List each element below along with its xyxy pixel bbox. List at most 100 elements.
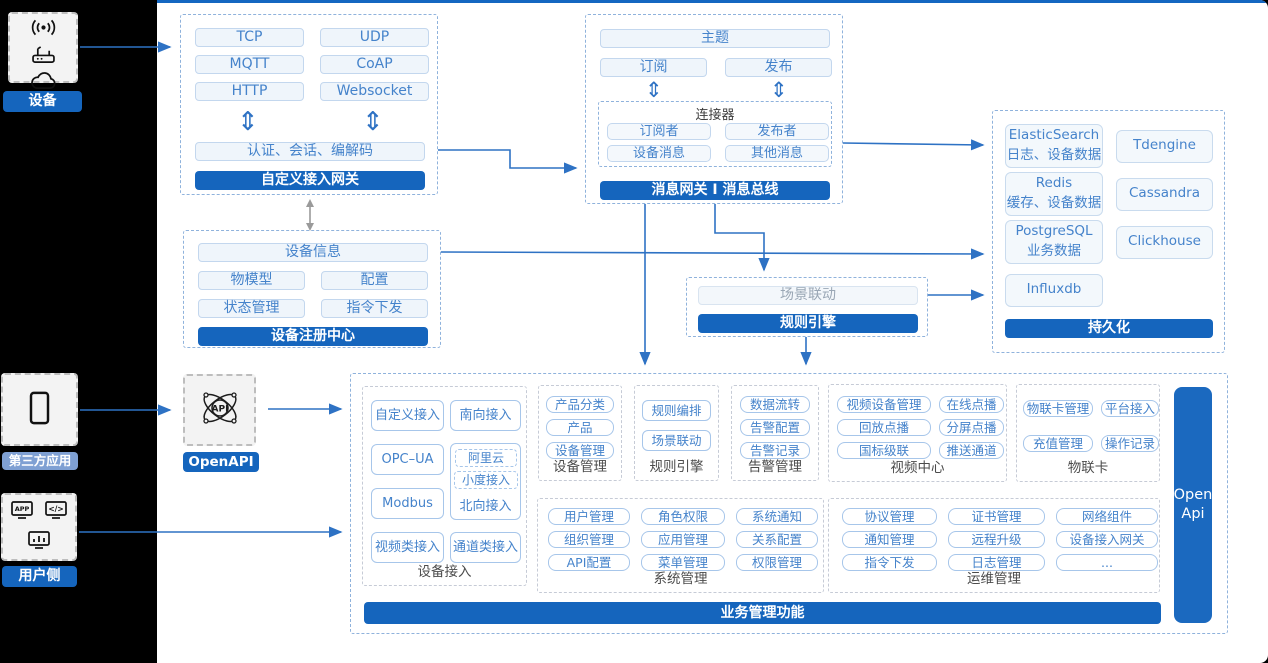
- ops-mgmt-chip: 远程升级: [948, 531, 1045, 548]
- connector-chip: 发布者: [725, 123, 829, 140]
- alarm-mgmt-list: 数据流转告警配置告警记录: [732, 386, 818, 459]
- rule-engine-title-bar: 规则引擎: [698, 314, 918, 333]
- business-functions-box: [350, 373, 1228, 634]
- ops-mgmt-chip: 通知管理: [842, 531, 937, 548]
- system-mgmt-group-label: 系统管理: [653, 571, 708, 587]
- wireless-signal-icon: [31, 18, 56, 41]
- custom-access-chip: 自定义接入: [371, 400, 444, 431]
- device-mgmt-chip: 产品分类: [546, 396, 614, 413]
- open-api-vertical-bar: Open Api: [1174, 387, 1212, 623]
- subscribe-chip: 订阅: [600, 58, 707, 77]
- iot-card-group-label: 物联卡: [1067, 460, 1109, 476]
- system-mgmt-chip: 用户管理: [548, 508, 630, 525]
- device-access-group: 自定义接入 南向接入 OPC–UA 阿里云 小度接入 北向接入 Modbus 视…: [362, 386, 527, 586]
- clickhouse-chip: Clickhouse: [1116, 225, 1213, 259]
- device-label: 设备: [3, 91, 82, 112]
- alarm-mgmt-group: 数据流转告警配置告警记录 告警管理: [731, 385, 819, 481]
- alarm-chip: 告警记录: [740, 442, 810, 459]
- video-center-chip: 在线点播: [939, 396, 1004, 413]
- registry-chip: 物模型: [198, 271, 305, 290]
- message-bus-box: 主题 订阅 发布 ⇕ ⇕ 连接器 订阅者发布者设备消息其他消息 消息网关 I 消…: [585, 14, 843, 204]
- aliyun-chip: 阿里云: [455, 449, 517, 467]
- custom-gateway-title-bar: 自定义接入网关: [195, 171, 425, 190]
- registry-chip: 状态管理: [198, 299, 305, 318]
- svg-text:APP: APP: [15, 505, 30, 513]
- device-access-group-label: 设备接入: [417, 564, 472, 580]
- connector-item-list: 订阅者发布者设备消息其他消息: [607, 123, 829, 162]
- alarm-chip: 告警配置: [740, 419, 810, 436]
- video-center-chip: 国标级联: [837, 442, 931, 459]
- rule-engine-list: 规则编排场景联动: [635, 386, 718, 451]
- persistence-title-bar: 持久化: [1005, 319, 1213, 338]
- postgresql-chip: PostgreSQL 业务数据: [1005, 220, 1103, 264]
- connector-chip: 其他消息: [725, 145, 829, 162]
- modbus-chip: Modbus: [371, 488, 444, 519]
- system-mgmt-chip: 权限管理: [736, 554, 818, 571]
- iot-card-list: 物联卡管理平台接入充值管理操作记录: [1017, 385, 1159, 452]
- api-atom-icon: API: [197, 385, 243, 435]
- registry-chip: 配置: [321, 271, 428, 290]
- connector-title: 连接器: [695, 108, 735, 123]
- user-side-label: 用户侧: [2, 566, 77, 587]
- iot-card-chip: 平台接入: [1101, 400, 1159, 417]
- business-title-bar: 业务管理功能: [364, 602, 1161, 624]
- device-info-chip: 设备信息: [198, 243, 428, 262]
- app-screen-icon: APP: [10, 500, 34, 524]
- video-center-chip: 回放点播: [837, 419, 931, 436]
- ops-mgmt-chip: ...: [1056, 554, 1158, 571]
- rule-engine-group-label: 规则引擎: [649, 459, 704, 475]
- protocol-chip: MQTT: [195, 55, 304, 74]
- third-party-app-box: [1, 373, 78, 446]
- ops-mgmt-chip: 指令下发: [842, 554, 937, 571]
- double-arrow-icon: ⇕: [362, 107, 384, 137]
- openapi-icon-box: API: [183, 374, 256, 446]
- ops-mgmt-chip: 协议管理: [842, 508, 937, 525]
- ops-mgmt-chip: 设备接入网关: [1056, 531, 1158, 548]
- registry-chip: 指令下发: [321, 299, 428, 318]
- influxdb-chip: Influxdb: [1005, 273, 1103, 307]
- scene-linkage-chip: 场景联动: [698, 286, 918, 305]
- svg-text:API: API: [211, 405, 228, 415]
- ops-mgmt-group-label: 运维管理: [967, 571, 1021, 587]
- router-icon: [31, 45, 56, 68]
- svg-text:</>: </>: [48, 505, 63, 514]
- device-mgmt-chip: 产品: [546, 419, 614, 436]
- opcua-chip: OPC–UA: [371, 444, 444, 475]
- third-party-label: 第三方应用: [2, 452, 78, 470]
- rule-engine-chip: 规则编排: [642, 400, 711, 421]
- registry-item-list: 物模型配置状态管理指令下发: [198, 271, 428, 318]
- iot-card-chip: 物联卡管理: [1023, 400, 1093, 417]
- system-mgmt-chip: 菜单管理: [641, 554, 725, 571]
- tdengine-chip: Tdengine: [1116, 129, 1213, 163]
- persistence-box: ElasticSearch 日志、设备数据 Tdengine Redis 缓存、…: [992, 110, 1225, 353]
- protocol-chip: TCP: [195, 28, 304, 47]
- channel-access-chip: 通道类接入: [450, 532, 521, 563]
- system-mgmt-chip: API配置: [548, 554, 630, 571]
- cloud-icon: [29, 72, 58, 95]
- video-center-chip: 视频设备管理: [837, 396, 931, 413]
- cassandra-chip: Cassandra: [1116, 177, 1213, 211]
- video-center-group-label: 视频中心: [890, 460, 945, 476]
- xiaodu-access-chip: 小度接入: [454, 471, 518, 489]
- video-center-chip: 推送通道: [939, 442, 1004, 459]
- ops-mgmt-chip: 证书管理: [948, 508, 1045, 525]
- double-arrow-icon: ⇕: [237, 107, 259, 137]
- device-source-box: [8, 12, 78, 90]
- device-mgmt-list: 产品分类产品设备管理: [539, 386, 621, 459]
- ops-mgmt-list: 协议管理证书管理网络组件通知管理远程升级设备接入网关指令下发日志管理...: [829, 499, 1159, 571]
- alarm-mgmt-group-label: 告警管理: [748, 459, 802, 475]
- north-access-label: 北向接入: [459, 499, 512, 514]
- auth-session-codec-chip: 认证、会话、编解码: [195, 142, 425, 161]
- publish-chip: 发布: [725, 58, 832, 77]
- system-mgmt-chip: 应用管理: [641, 531, 725, 548]
- registry-title-bar: 设备注册中心: [198, 327, 428, 346]
- protocol-chip: Websocket: [320, 82, 429, 101]
- protocol-chip: UDP: [320, 28, 429, 47]
- south-access-chip: 南向接入: [450, 400, 521, 431]
- code-screen-icon: </>: [44, 500, 68, 524]
- video-center-list: 视频设备管理在线点播回放点播分屏点播国标级联推送通道: [829, 385, 1006, 459]
- rule-engine-box: 场景联动 规则引擎: [686, 277, 928, 337]
